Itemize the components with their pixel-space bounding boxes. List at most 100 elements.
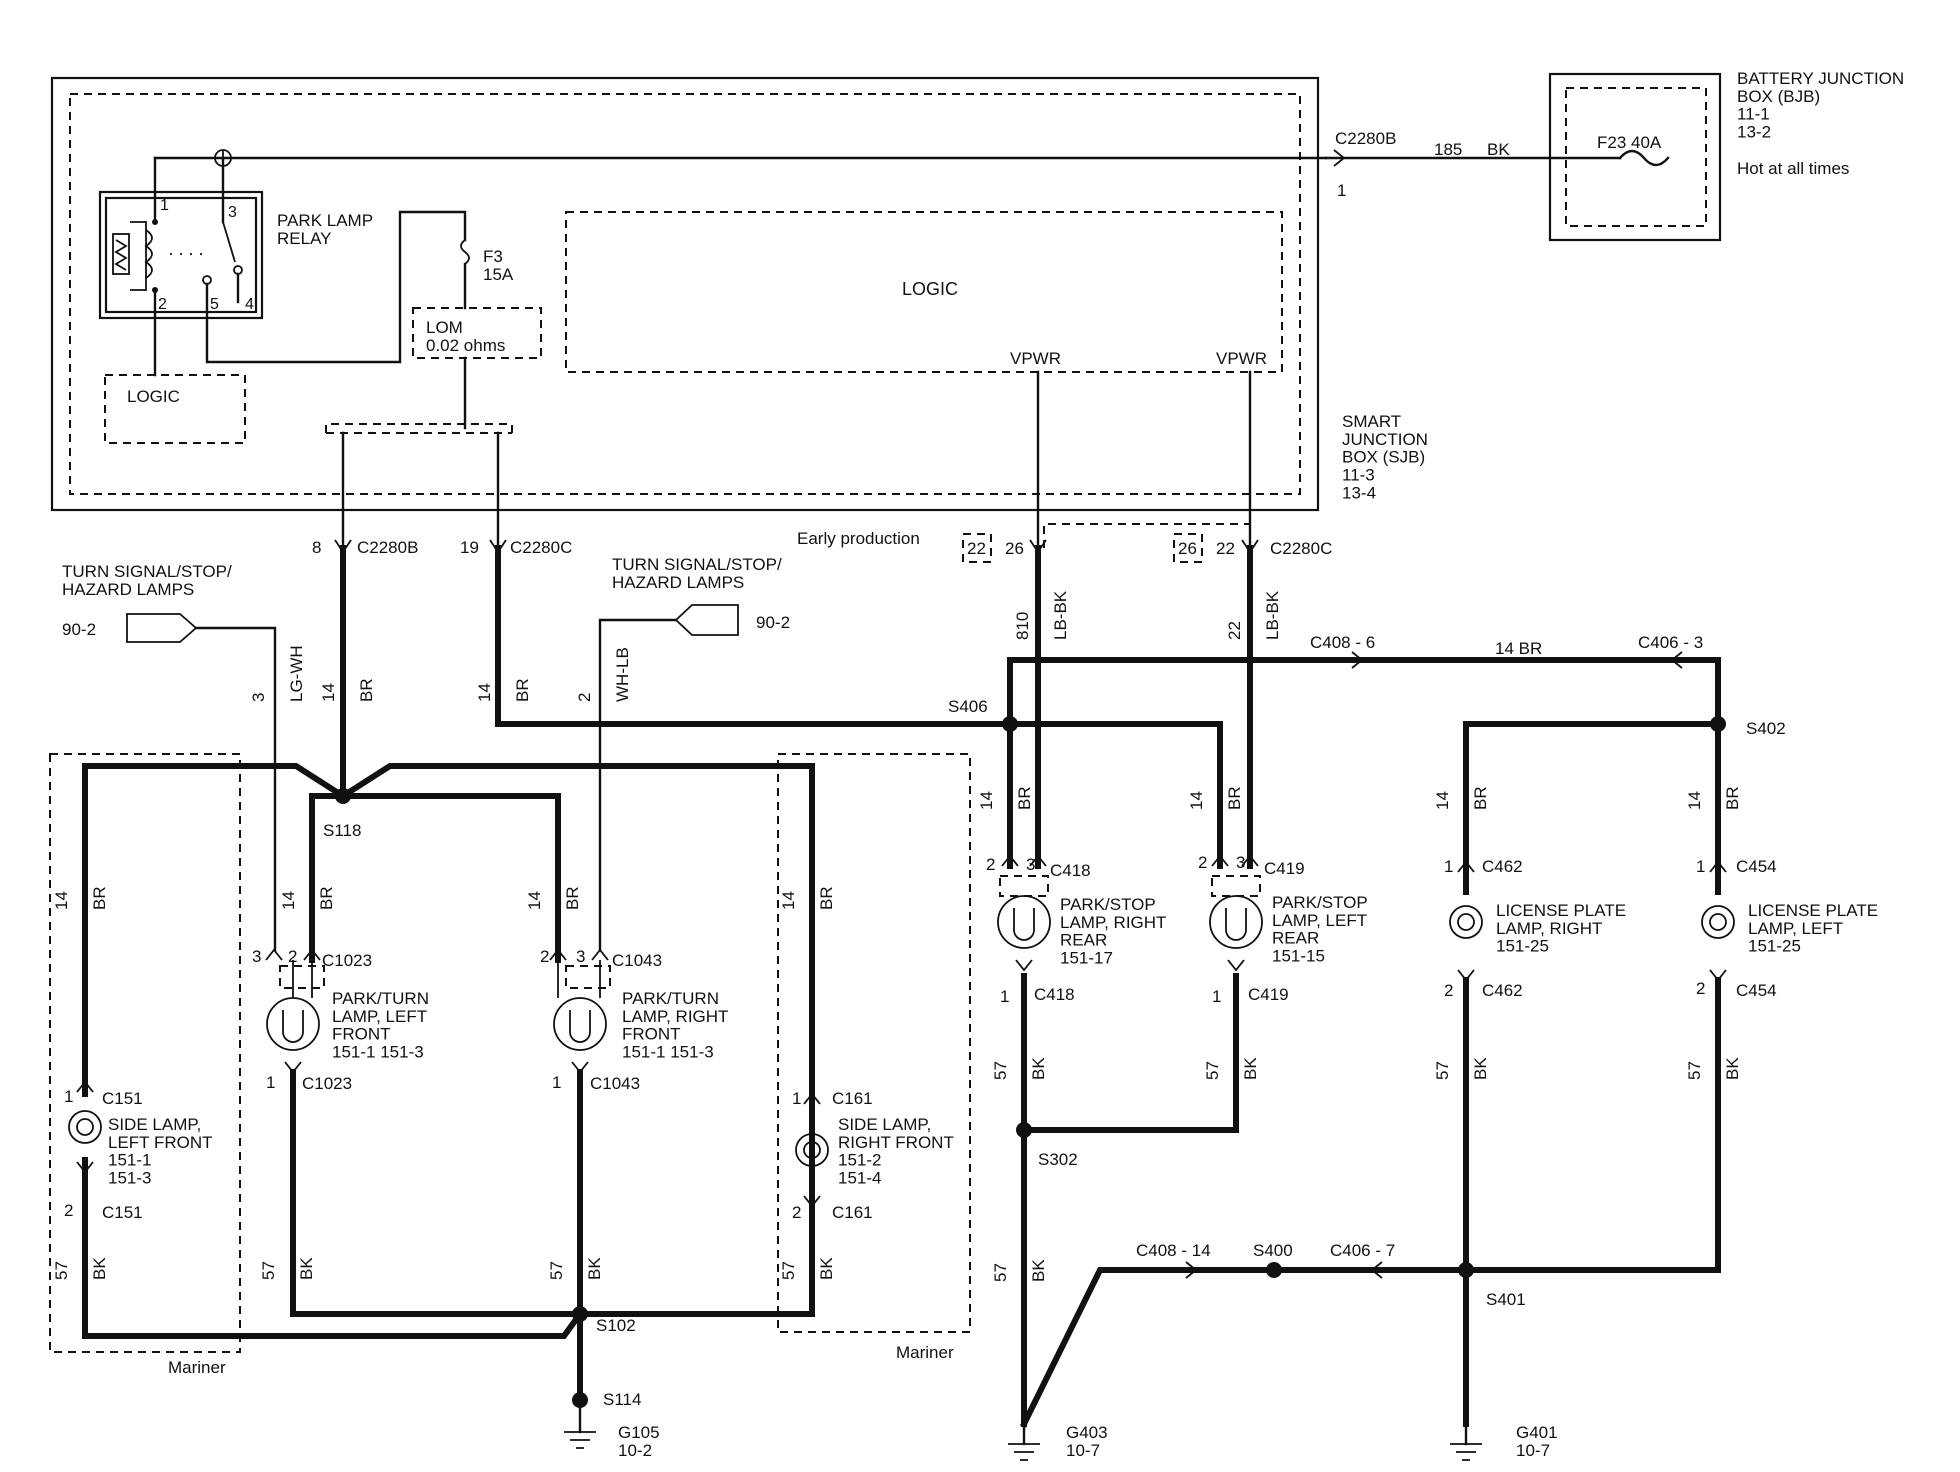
gauge-label: 14 <box>279 891 298 910</box>
stop-right-bot: C418 <box>1034 985 1075 1004</box>
wire-14a: 14 <box>319 683 338 702</box>
front-wire-labels: 3 LG-WH 14 BR 14 BR 2 WH-LB <box>249 645 632 702</box>
vpwr-1: VPWR <box>1010 349 1061 368</box>
pin-number: 2 <box>986 855 995 874</box>
pin-number: 2 <box>64 1201 73 1220</box>
feed-color: BK <box>1487 140 1510 159</box>
s114: S114 <box>603 1390 641 1409</box>
pin-22: 22 <box>1216 539 1235 558</box>
wire-lbbk-1: LB-BK <box>1051 590 1070 640</box>
pin-number: 2 <box>792 1203 801 1222</box>
bjb-hot: Hot at all times <box>1737 159 1849 178</box>
color-label: BK <box>90 1257 109 1280</box>
turn-signal-flag-left: TURN SIGNAL/STOP/HAZARD LAMPS 90-2 <box>62 562 277 952</box>
s401: S401 <box>1486 1290 1526 1309</box>
feed-circuit: 185 <box>1434 140 1462 159</box>
s406: S406 <box>948 697 988 716</box>
s102: S102 <box>596 1316 636 1335</box>
color-label: BK <box>1029 1259 1048 1282</box>
vpwr-2: VPWR <box>1216 349 1267 368</box>
color-label: BR <box>90 886 109 910</box>
pin-8: 8 <box>312 538 321 557</box>
stop-left-bot: C419 <box>1248 985 1289 1004</box>
pin-number: 1 <box>1696 857 1705 876</box>
pin-number: 2 <box>288 947 297 966</box>
conn-c2280b: C2280B <box>357 538 418 557</box>
s400: S400 <box>1253 1241 1293 1260</box>
bjb-fuse: F23 40A <box>1597 133 1662 152</box>
gauge-label: 14 <box>977 791 996 810</box>
side-right-top: C161 <box>832 1089 873 1108</box>
side-left-top: C151 <box>102 1089 143 1108</box>
color-label: BR <box>1471 786 1490 810</box>
wire-2: 2 <box>575 693 594 702</box>
s118: S118 <box>323 821 361 840</box>
feed-pin: 1 <box>1337 181 1346 200</box>
stop-left-top: C419 <box>1264 859 1305 878</box>
color-label: BR <box>563 886 582 910</box>
wire-bra: BR <box>357 678 376 702</box>
logic-big: LOGIC <box>902 279 958 299</box>
c406-7: C406 - 7 <box>1330 1241 1395 1260</box>
pin-number: 2 <box>1198 853 1207 872</box>
pin-number: 2 <box>1696 979 1705 998</box>
pin-26: 26 <box>1005 539 1024 558</box>
color-label: BR <box>1015 786 1034 810</box>
relay-pin-3: 3 <box>228 204 237 221</box>
pin-number: 2 <box>1444 981 1453 1000</box>
pin-number: 3 <box>252 947 261 966</box>
mariner-left: Mariner <box>168 1358 226 1377</box>
s302: S302 <box>1038 1150 1078 1169</box>
gauge-label: 57 <box>1433 1061 1452 1080</box>
pin-19: 19 <box>460 538 479 557</box>
logic-small: LOGIC <box>127 387 180 406</box>
wire-3: 3 <box>249 693 268 702</box>
wire-lgwh: LG-WH <box>287 645 306 702</box>
stop-right-top: C418 <box>1050 861 1091 880</box>
gauge-label: 57 <box>991 1061 1010 1080</box>
c408-14: C408 - 14 <box>1136 1241 1211 1260</box>
tsh-right-ref: 90-2 <box>756 613 790 632</box>
park-left-top: C1023 <box>322 951 372 970</box>
wire-14br-top: 14 BR <box>1495 639 1542 658</box>
pin-number: 3 <box>1236 853 1245 872</box>
color-label: BR <box>317 886 336 910</box>
color-label: BK <box>817 1257 836 1280</box>
color-label: BK <box>297 1257 316 1280</box>
relay-pin-1: 1 <box>160 197 169 214</box>
side-right-bot: C161 <box>832 1203 873 1222</box>
gauge-label: 57 <box>1685 1061 1704 1080</box>
side-left-bot: C151 <box>102 1203 143 1222</box>
relay-pin-2: 2 <box>158 296 167 313</box>
gauge-label: 14 <box>52 891 71 910</box>
early-production: Early production <box>797 529 920 548</box>
gauge-label: 57 <box>991 1263 1010 1282</box>
mariner-right: Mariner <box>896 1343 954 1362</box>
relay-pin-5: 5 <box>210 296 219 313</box>
park-right-bot: C1043 <box>590 1074 640 1093</box>
gauge-label: 14 <box>1685 791 1704 810</box>
pin-number: 2 <box>540 947 549 966</box>
pin-number: 1 <box>792 1089 801 1108</box>
pin-number: 1 <box>266 1073 275 1092</box>
pin-number: 1 <box>552 1073 561 1092</box>
lic-right-top: C462 <box>1482 857 1523 876</box>
feed-connector: C2280B <box>1335 129 1396 148</box>
conn-c2280c-left: C2280C <box>510 538 572 557</box>
wire-22: 22 <box>1225 621 1244 640</box>
